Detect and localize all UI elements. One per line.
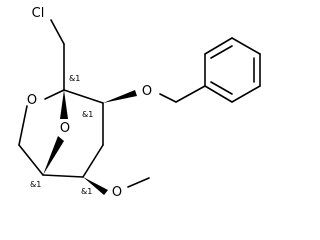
molecule-structure-canvas: Cl O O O O &1 &1 &1 &1 <box>18 6 261 200</box>
bond-phenyl-2 <box>204 37 233 55</box>
bond-ringO-c6 <box>18 105 28 146</box>
bridge-oxygen-atom: O <box>60 121 70 136</box>
chlorine-atom: Cl <box>32 6 45 21</box>
stereo-label-c1: &1 <box>69 74 80 83</box>
bond-phenyl-5 <box>231 85 261 103</box>
bond-benzyloxyO-ch2 <box>159 93 177 103</box>
wedge-c4-methoxyO <box>83 177 108 195</box>
wedge-c1-bridgeO <box>60 90 68 119</box>
bond-phenyl-inner-1 <box>210 45 233 59</box>
bond-c4-c5 <box>42 174 84 178</box>
bond-c1-ringO <box>44 89 65 100</box>
molecule-structure: Cl O O O O &1 &1 &1 &1 <box>18 6 261 200</box>
stereo-label-c5: &1 <box>30 180 41 189</box>
bond-c1-c2 <box>63 89 104 104</box>
bond-phenyl-6 <box>204 85 233 103</box>
bond-cl-ch2 <box>50 19 65 45</box>
bond-c3-c4 <box>82 144 104 178</box>
benzyloxy-oxygen-atom: O <box>142 84 152 99</box>
bond-methoxyO-ch3 <box>127 177 150 188</box>
stereo-label-c2: &1 <box>82 110 93 119</box>
stereo-label-c4: &1 <box>81 187 92 196</box>
bond-phenyl-3 <box>231 37 261 55</box>
methoxy-oxygen-atom: O <box>112 185 122 200</box>
bond-phenyl-inner-3 <box>210 81 233 95</box>
bond-c6-c5 <box>18 144 44 176</box>
wedge-c5-bridgeO <box>43 136 64 175</box>
wedge-c2-benzyloxyO <box>103 90 137 103</box>
ring-oxygen-atom: O <box>27 93 37 108</box>
bond-ch2-phenyl <box>175 85 206 103</box>
